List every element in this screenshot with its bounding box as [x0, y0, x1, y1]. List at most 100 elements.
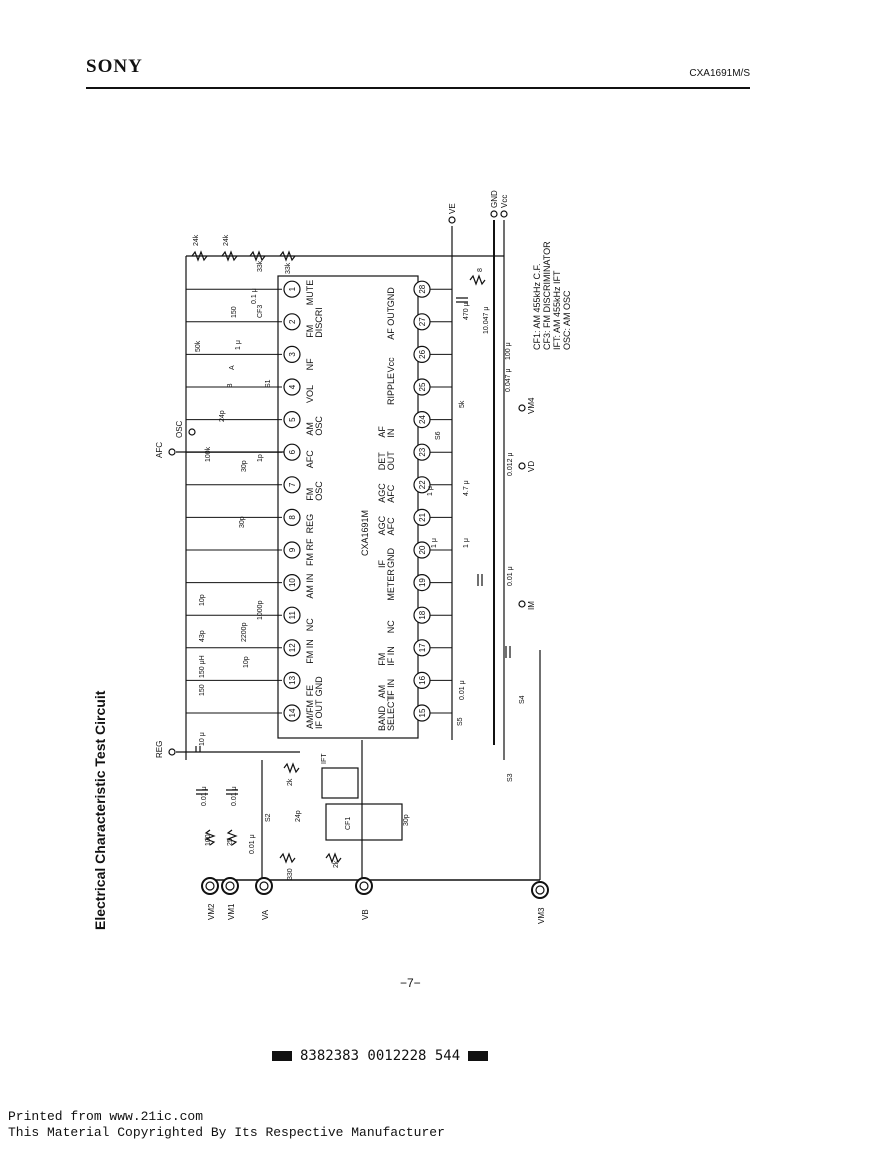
terminal-vb [355, 877, 373, 895]
pin-14-number: 14 [288, 708, 297, 717]
resistor-8 [469, 274, 486, 286]
pin-17-label: FM [377, 653, 387, 666]
component-label: S3 [507, 773, 514, 782]
pin-24-label: IN [386, 429, 396, 438]
legend-line-4: OSC: AM OSC [562, 290, 572, 350]
component-label: 10p [243, 656, 250, 668]
component-label: CF3 [257, 305, 264, 318]
pin-10-label: AM IN [305, 574, 315, 599]
pin-18-label: NC [386, 620, 396, 633]
terminal-vm3 [531, 881, 549, 899]
barcode-block-right [468, 1051, 489, 1061]
cap-10u [195, 746, 201, 752]
component-label: 0.01 μ [459, 680, 466, 700]
pin-8-number: 8 [288, 515, 297, 520]
component-label: 24p [295, 810, 302, 822]
pin-26-label: Vcc [386, 357, 396, 373]
pin-2-label: DISCRI [314, 307, 324, 338]
terminal-vd [518, 462, 526, 470]
pin-27-label: AF OUT [386, 306, 396, 340]
terminal-label: VD [527, 461, 536, 472]
terminal-label: VM1 [227, 903, 236, 920]
component-label: 10.047 μ [483, 307, 490, 334]
pin-25-number: 25 [418, 382, 427, 391]
terminal-label: VA [261, 909, 270, 920]
pin-12-circle [283, 639, 301, 657]
component-label: S5 [457, 717, 464, 726]
pin-23-circle [413, 443, 431, 461]
resistor-24k-2 [221, 250, 238, 262]
barcode-block-left [272, 1051, 292, 1061]
pin-21-label: AGC [377, 515, 387, 535]
resistor-2k [325, 852, 342, 864]
pin-7-circle [283, 476, 301, 494]
pin-9-circle [283, 541, 301, 559]
component-label: 100 [205, 834, 212, 846]
terminal-label: VE [448, 203, 457, 214]
pin-23-label: OUT [386, 451, 396, 471]
component-label: 1 μ [431, 538, 438, 548]
page-number: −7− [400, 976, 421, 990]
component-label: 1 μ [235, 340, 242, 350]
terminal-inner [259, 881, 269, 891]
pin-9-number: 9 [288, 547, 297, 552]
component-label: 4.7 μ [463, 480, 470, 496]
component-label: 1p [257, 454, 264, 462]
pin-14-label: AM/FM [305, 700, 315, 729]
pin-3-circle [283, 345, 301, 363]
pin-25-label: RIPPLE [386, 373, 396, 405]
component-label: 1000p [257, 600, 264, 620]
component-label: 24k [223, 234, 230, 246]
terminal-label: OSC [175, 420, 184, 438]
component-label: 0.01 μ [231, 786, 238, 806]
component-label: IFT [321, 753, 328, 764]
terminal-label: VM4 [527, 397, 536, 414]
pin-5-number: 5 [288, 417, 297, 422]
pin-7-label: FM [305, 488, 315, 501]
pin-27-number: 27 [418, 317, 427, 326]
pin-19-label: METER [386, 569, 396, 601]
component-label: 30p [403, 814, 410, 826]
component-label: 100 μ [505, 342, 512, 360]
terminal-vcc [500, 210, 508, 218]
pin-16-number: 16 [418, 675, 427, 684]
pin-8-label: REG [305, 514, 315, 534]
pin-21-circle [413, 508, 431, 527]
pin-17-label: IF IN [386, 646, 396, 666]
pin-4-label: VOL [305, 385, 315, 403]
component-label: 30p [241, 460, 248, 472]
pin-26-number: 26 [418, 349, 427, 358]
terminal-label: VM3 [537, 907, 546, 924]
component-label: S4 [519, 695, 526, 704]
pin-22-label: AGC [377, 483, 387, 503]
pin-1-label: MUTE [305, 280, 315, 306]
component-label: B [227, 383, 234, 388]
pin-20-label: IF [377, 559, 387, 568]
terminal-gnd [490, 210, 498, 218]
pin-19-circle [413, 573, 431, 592]
ic-body [277, 275, 419, 739]
component-label: S2 [265, 813, 272, 822]
legend-block: CF1: AM 455kHz C.F.CF3: FM DISCRIMINATOR… [532, 241, 572, 350]
footer-line-1: Printed from www.21ic.com [8, 1109, 204, 1124]
pin-22-number: 22 [418, 480, 427, 489]
pin-13-number: 13 [288, 675, 297, 684]
component-label: 150 μH [199, 655, 206, 678]
component-label: 0.012 μ [507, 453, 514, 477]
ic-name: CXA1691M [360, 510, 370, 556]
terminal-label: GND [490, 190, 499, 208]
pin-24-label: AF [377, 426, 387, 438]
pin-11-number: 11 [288, 611, 297, 620]
component-label: 1 μ [427, 486, 434, 496]
pin-21-number: 21 [418, 512, 427, 521]
pin-14-label: IF OUT [314, 699, 324, 729]
pin-28-label: GND [386, 287, 396, 308]
brand-logo: SONY [86, 56, 143, 77]
pin-13-label: FE [305, 685, 315, 697]
pin-25-circle [413, 378, 431, 396]
resistor-330 [279, 852, 296, 864]
pin-3-label: NF [305, 358, 315, 370]
component-label: 0.01 μ [507, 566, 514, 586]
pin-23-number: 23 [418, 447, 427, 456]
